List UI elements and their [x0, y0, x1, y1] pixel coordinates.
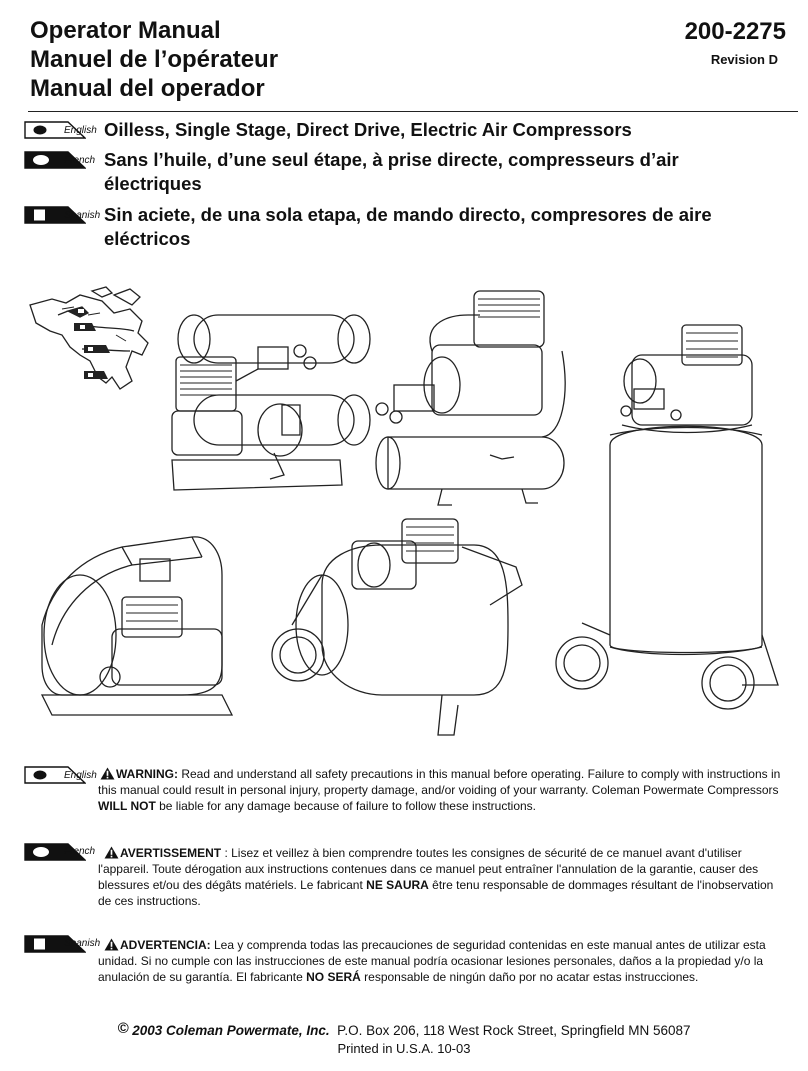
warning-emphasis: WILL NOT — [98, 799, 156, 813]
twin-stack-compressor-icon — [171, 314, 371, 491]
title-english: Operator Manual — [30, 17, 221, 44]
footer-address: P.O. Box 206, 118 West Rock Street, Spri… — [337, 1023, 691, 1038]
vertical-tank-compressor-icon — [555, 324, 779, 710]
warning-text-1: Lea y comprenda todas las precauciones d… — [98, 938, 766, 984]
warning-title: AVERTISSEMENT — [120, 846, 222, 860]
heading-english: Oilless, Single Stage, Direct Drive, Ele… — [104, 119, 632, 140]
warning-triangle-icon — [104, 938, 119, 951]
english-warning: WARNING: Read and understand all safety … — [98, 766, 788, 814]
footer-copyright: © 2003 Coleman Powermate, Inc. P.O. Box … — [0, 1020, 808, 1038]
document-number: 200-2275 — [684, 18, 786, 45]
heading-spanish-line2: eléctricos — [104, 228, 191, 249]
heading-spanish-line1: Sin aciete, de una sola etapa, de mando … — [104, 204, 712, 225]
english-language-label: English — [64, 125, 97, 136]
spanish-warning-language-label: Spanish — [64, 938, 101, 949]
footer-company: 2003 Coleman Powermate, Inc. — [128, 1023, 330, 1038]
warning-text-2: être tenu responsable de dommages résult… — [98, 878, 774, 908]
warning-text-1: : Lisez et veillez à bien comprendre tou… — [98, 846, 759, 892]
warning-title: WARNING: — [116, 767, 178, 781]
compressors-illustration — [29, 286, 779, 736]
english-warning-language-label: English — [64, 770, 97, 781]
spanish-warning: ADVERTENCIA: Lea y comprenda todas las p… — [98, 937, 788, 985]
horizontal-compressor-icon — [375, 290, 566, 506]
header-divider — [28, 111, 798, 112]
warning-text-2: responsable de ningún daño por no acatar… — [360, 970, 699, 984]
warning-emphasis: NE SAURA — [366, 878, 429, 892]
warning-emphasis: NO SERÁ — [306, 970, 361, 984]
heading-french-line2: électriques — [104, 173, 202, 194]
french-warning: AVERTISSEMENT : Lisez et veillez à bien … — [98, 845, 788, 909]
revision-label: Revision D — [710, 52, 778, 67]
roll-cage-compressor-icon — [40, 536, 234, 716]
warning-triangle-icon — [100, 767, 115, 780]
french-language-label: French — [64, 155, 96, 166]
north-america-map-icon — [29, 286, 149, 390]
warning-text-2: be liable for any damage because of fail… — [155, 799, 537, 813]
title-spanish: Manual del operador — [30, 75, 265, 102]
copyright-symbol: © — [117, 1020, 129, 1037]
warning-title: ADVERTENCIA: — [120, 938, 211, 952]
heading-french-line1: Sans l’huile, d’une seul étape, à prise … — [104, 149, 679, 170]
warning-text-1: Read and understand all safety precautio… — [98, 767, 781, 797]
wheeled-horizontal-compressor-icon — [271, 518, 523, 736]
title-french: Manuel de l’opérateur — [30, 46, 279, 73]
spanish-language-label: Spanish — [64, 210, 101, 221]
footer-printed: Printed in U.S.A. 10-03 — [337, 1041, 471, 1056]
french-warning-language-label: French — [64, 846, 96, 857]
warning-triangle-icon — [104, 846, 119, 859]
